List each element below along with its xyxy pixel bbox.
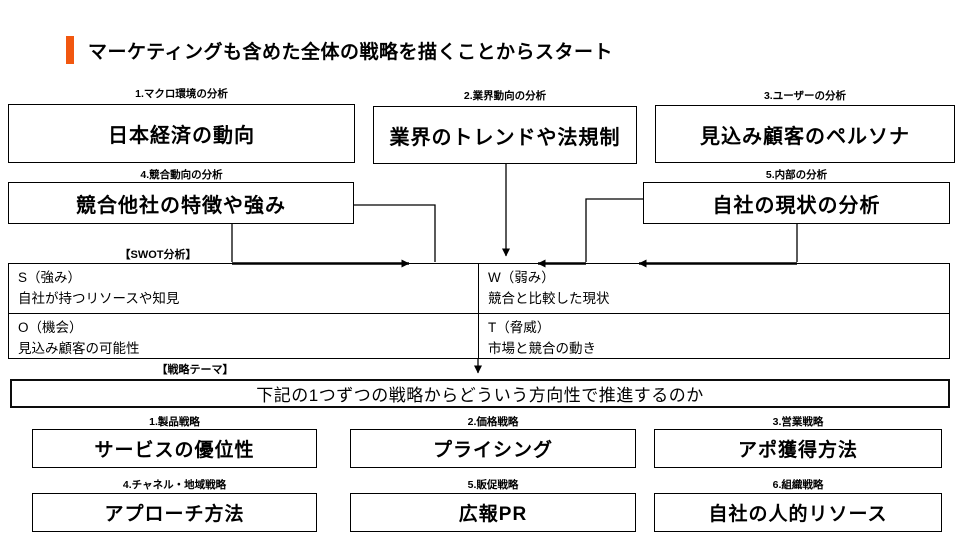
label-macro-analysis: 1.マクロ環境の分析	[135, 88, 228, 100]
label-industry-analysis: 2.業界動向の分析	[463, 90, 547, 102]
box-sales-strategy-text: アポ獲得方法	[737, 440, 858, 461]
box-industry-analysis-text: 業界のトレンドや法規制	[389, 126, 621, 149]
swot-cell-threats: T（脅威） 市場と競合の動き	[478, 313, 949, 359]
box-competitor-analysis: 競合他社の特徴や強み	[8, 182, 354, 224]
swot-threats-title: T（脅威）	[488, 320, 551, 335]
label-channel-strategy: 4.チャネル・地域戦略	[122, 479, 227, 491]
box-macro-analysis: 日本経済の動向	[8, 104, 355, 163]
box-competitor-analysis-text: 競合他社の特徴や強み	[76, 194, 286, 217]
box-sales-strategy: アポ獲得方法	[654, 429, 942, 468]
theme-box-text: 下記の1つずつの戦略からどういう方向性で推進するのか	[256, 386, 704, 405]
box-price-strategy: プライシング	[350, 429, 636, 468]
swot-opportunities-title: O（機会）	[18, 320, 83, 335]
swot-threats-desc: 市場と競合の動き	[488, 341, 596, 356]
swot-section-label: 【SWOT分析】	[119, 249, 197, 261]
label-competitor-analysis: 4.競合動向の分析	[140, 169, 223, 181]
swot-cell-opportunities: O（機会） 見込み顧客の可能性	[9, 313, 478, 359]
theme-box: 下記の1つずつの戦略からどういう方向性で推進するのか	[10, 379, 950, 408]
label-sales-strategy: 3.営業戦略	[772, 416, 824, 428]
swot-cell-strengths: S（強み） 自社が持つリソースや知見	[9, 264, 478, 313]
box-price-strategy-text: プライシング	[432, 440, 553, 461]
swot-opportunities-desc: 見込み顧客の可能性	[18, 341, 140, 356]
box-promotion-strategy: 広報PR	[350, 493, 636, 532]
swot-weaknesses-desc: 競合と比較した現状	[488, 291, 610, 306]
swot-cell-weaknesses: W（弱み） 競合と比較した現状	[478, 264, 949, 313]
title-accent-bar	[66, 36, 74, 64]
box-user-analysis: 見込み顧客のペルソナ	[655, 105, 955, 163]
box-internal-analysis-text: 自社の現状の分析	[712, 194, 881, 217]
slide-title: マーケティングも含めた全体の戦略を描くことからスタート	[88, 41, 613, 63]
box-promotion-strategy-text: 広報PR	[458, 504, 528, 525]
label-org-strategy: 6.組織戦略	[772, 479, 824, 491]
box-macro-analysis-text: 日本経済の動向	[108, 125, 255, 147]
box-product-strategy: サービスの優位性	[32, 429, 317, 468]
label-internal-analysis: 5.内部の分析	[765, 169, 828, 181]
box-user-analysis-text: 見込み顧客のペルソナ	[700, 125, 910, 148]
box-channel-strategy-text: アプローチ方法	[104, 504, 245, 525]
label-promotion-strategy: 5.販促戦略	[467, 479, 519, 491]
swot-table: S（強み） 自社が持つリソースや知見 W（弱み） 競合と比較した現状 O（機会）…	[8, 263, 950, 359]
label-user-analysis: 3.ユーザーの分析	[763, 90, 847, 102]
swot-weaknesses-title: W（弱み）	[488, 270, 555, 285]
swot-strengths-title: S（強み）	[18, 270, 82, 285]
box-org-strategy-text: 自社の人的リソース	[708, 504, 888, 525]
box-channel-strategy: アプローチ方法	[32, 493, 317, 532]
label-product-strategy: 1.製品戦略	[149, 416, 200, 428]
theme-section-label: 【戦略テーマ】	[156, 364, 234, 376]
box-internal-analysis: 自社の現状の分析	[643, 182, 950, 224]
swot-strengths-desc: 自社が持つリソースや知見	[18, 291, 180, 306]
label-price-strategy: 2.価格戦略	[467, 416, 519, 428]
box-org-strategy: 自社の人的リソース	[654, 493, 942, 532]
box-industry-analysis: 業界のトレンドや法規制	[373, 106, 637, 164]
box-product-strategy-text: サービスの優位性	[94, 440, 255, 461]
